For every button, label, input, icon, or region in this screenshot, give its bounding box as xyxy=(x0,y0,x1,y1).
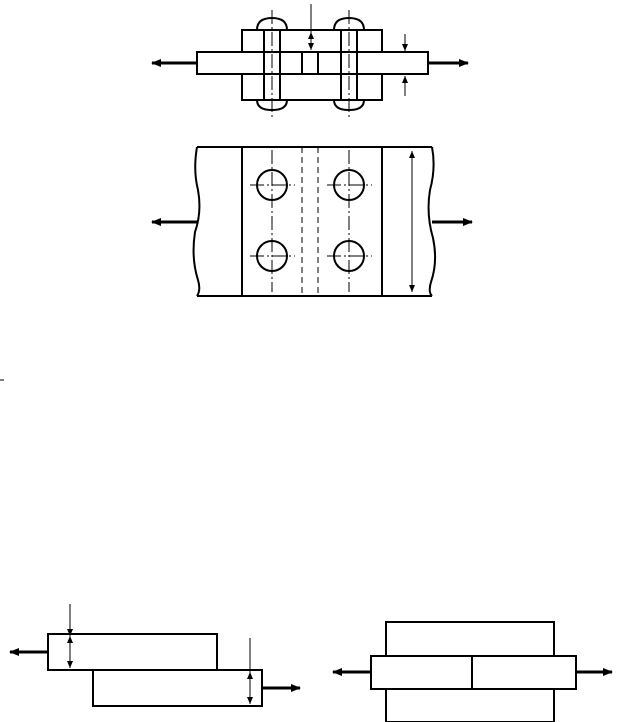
left-plate-plan xyxy=(192,146,242,297)
rivet-top-left xyxy=(256,169,288,201)
right-inner-plate xyxy=(471,655,577,690)
double-cover-joint-view xyxy=(332,621,613,722)
upper-cover-block xyxy=(385,621,555,657)
lap-joint-view xyxy=(9,604,301,707)
plate-gap xyxy=(301,51,319,75)
riveted-joint-section-view xyxy=(151,4,469,118)
lower-cover-block xyxy=(385,688,555,722)
right-plate-plan xyxy=(382,146,437,297)
upper-lap-plate xyxy=(47,633,218,671)
left-inner-plate xyxy=(370,655,473,690)
right-plate-section xyxy=(317,51,429,75)
cover-plate-plan xyxy=(241,146,383,297)
lower-lap-plate xyxy=(92,669,263,707)
left-rivet-section xyxy=(256,10,288,118)
rivet-bottom-right xyxy=(333,240,365,272)
right-rivet-section xyxy=(333,10,365,118)
riveted-joint-plan-view xyxy=(151,146,473,297)
rivet-bottom-left xyxy=(256,240,288,272)
rivet-top-right xyxy=(333,169,365,201)
left-plate-section xyxy=(196,51,303,75)
